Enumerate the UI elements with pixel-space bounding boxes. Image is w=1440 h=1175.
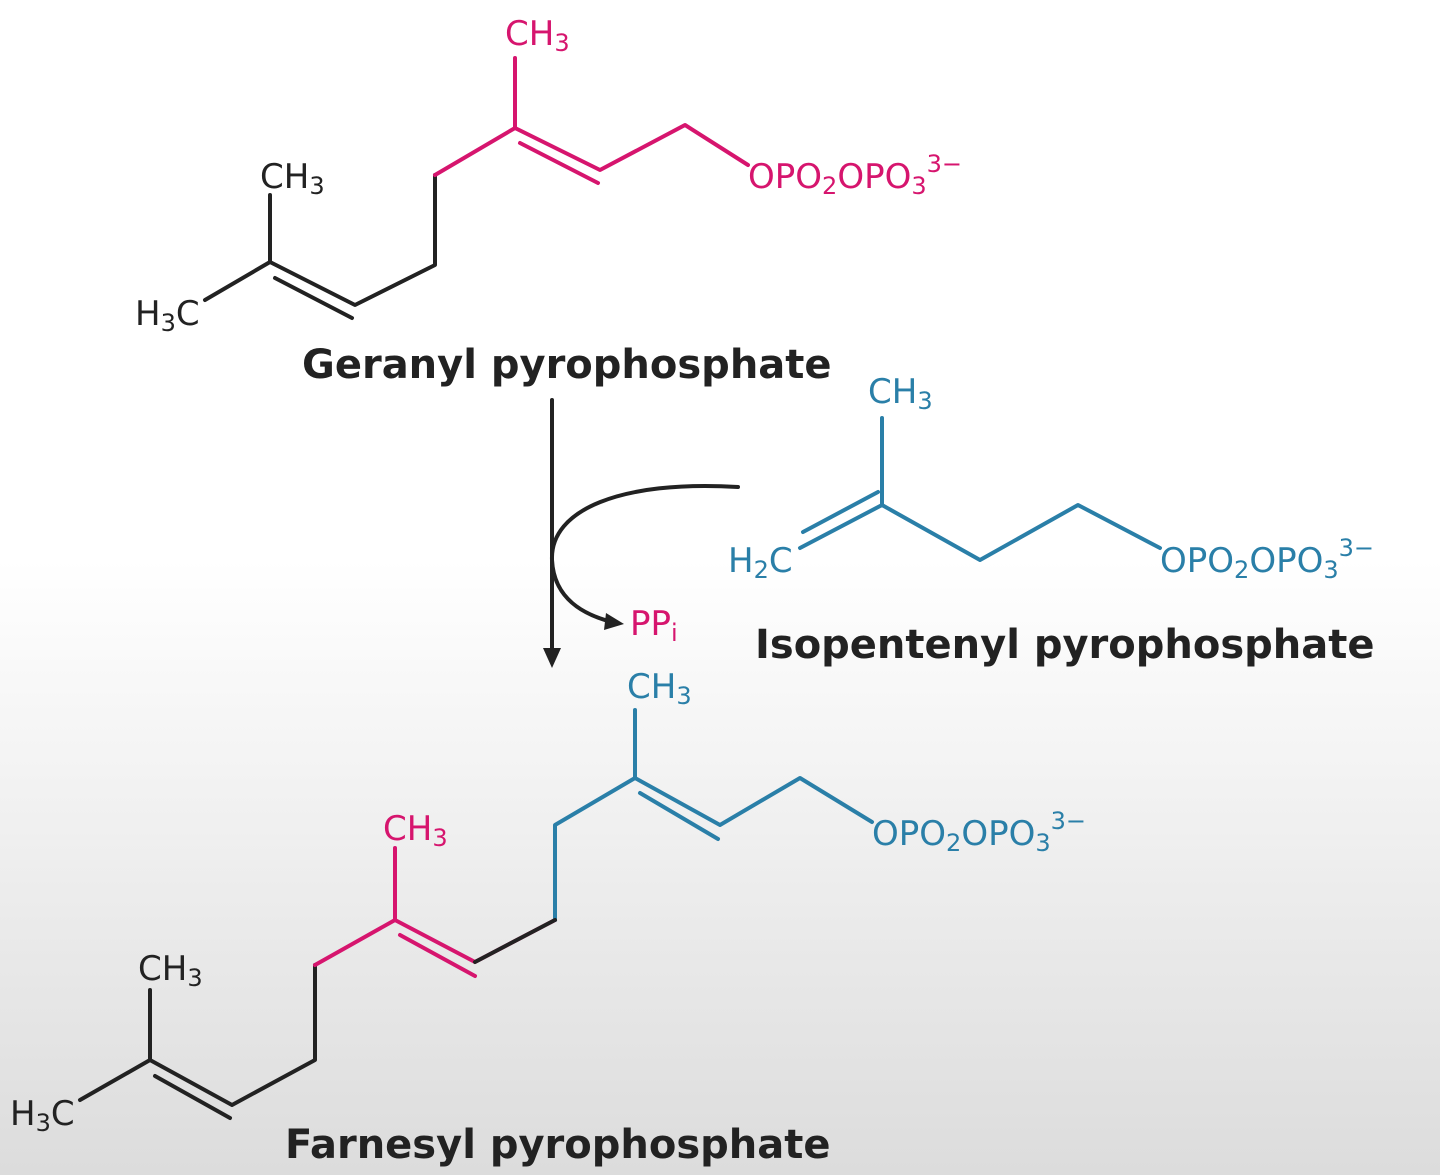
geranyl-structure: CH3 CH3 H3C OPO2OPO33− Geranyl pyrophosp… xyxy=(135,14,962,388)
farnesyl-double-bond-1 xyxy=(153,1074,232,1120)
farnesyl-caption: Farnesyl pyrophosphate xyxy=(285,1122,831,1168)
isopentenyl-double-bond xyxy=(801,490,880,534)
curved-arrowhead xyxy=(604,613,624,630)
isopentenyl-chain xyxy=(798,503,1162,562)
geranyl-magenta-chain xyxy=(433,123,750,177)
farnesyl-pyrophosphate-group: OPO2OPO33− xyxy=(872,807,1086,857)
geranyl-ch3-left: CH3 xyxy=(260,157,325,200)
isopentenyl-structure: CH3 H2C OPO2OPO33− Isopentenyl pyrophosp… xyxy=(728,372,1375,668)
geranyl-h3c: H3C xyxy=(135,294,200,337)
farnesyl-link-bond xyxy=(473,918,557,964)
farnesyl-ch3-top: CH3 xyxy=(627,667,692,710)
farnesyl-magenta-chain xyxy=(313,918,557,967)
isopentenyl-pyrophosphate-group: OPO2OPO33− xyxy=(1160,534,1374,584)
farnesyl-black-chain xyxy=(78,963,317,1107)
geranyl-pyrophosphate-group: OPO2OPO33− xyxy=(748,150,962,200)
reaction-arrows: PPi xyxy=(543,398,740,668)
geranyl-black-chain xyxy=(203,173,437,307)
isopentenyl-caption: Isopentenyl pyrophosphate xyxy=(755,622,1375,668)
isopentenyl-h2c: H2C xyxy=(728,541,793,584)
isopentenyl-ch3: CH3 xyxy=(868,372,933,415)
ppi-byproduct: PPi xyxy=(630,604,678,647)
curved-reaction-arrow xyxy=(549,484,740,624)
farnesyl-blue-chain xyxy=(553,776,874,922)
farnesyl-double-bond-3 xyxy=(638,791,720,841)
geranyl-caption: Geranyl pyrophosphate xyxy=(302,342,832,388)
main-arrowhead xyxy=(543,648,561,668)
geranyl-double-bond-2 xyxy=(518,141,600,185)
geranyl-double-bond-1 xyxy=(273,276,354,320)
farnesyl-double-bond-2 xyxy=(398,933,477,978)
farnesyl-h3c: H3C xyxy=(10,1094,75,1137)
farnesyl-ch3-mid: CH3 xyxy=(383,809,448,852)
farnesyl-structure: CH3 CH3 CH3 H3C OPO2OPO33− Farnesyl pyro… xyxy=(10,667,1086,1168)
geranyl-ch3-top: CH3 xyxy=(505,14,570,57)
farnesyl-ch3-left: CH3 xyxy=(138,949,203,992)
